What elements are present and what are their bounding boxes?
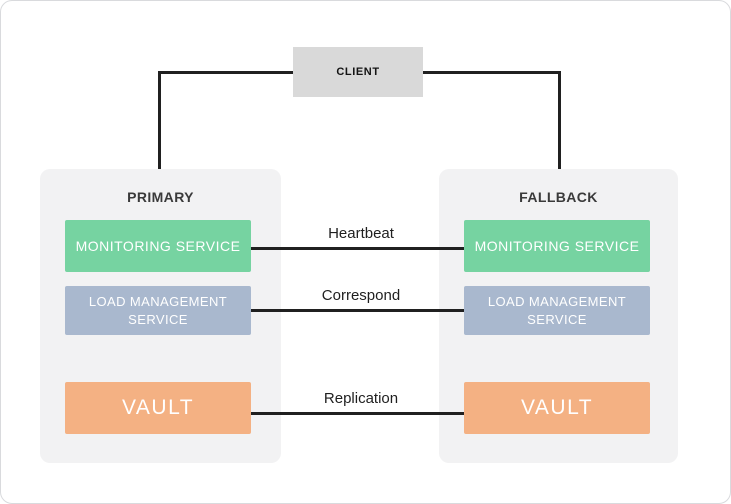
primary-monitoring-service-node: MONITORING SERVICE: [65, 220, 251, 272]
fallback-load-management-service-node: LOAD MANAGEMENT SERVICE: [464, 286, 650, 335]
replication-link-label: Replication: [323, 390, 399, 407]
correspond-link-line: [251, 309, 464, 312]
fallback-panel-title: FALLBACK: [519, 189, 598, 205]
correspond-link-label: Correspond: [321, 287, 401, 304]
fallback-panel: FALLBACK MONITORING SERVICE LOAD MANAGEM…: [439, 169, 678, 463]
connector-client-to-fallback-vertical: [558, 71, 561, 170]
fallback-vault-label: VAULT: [520, 396, 594, 419]
primary-panel-title: PRIMARY: [127, 189, 194, 205]
replication-link-line: [251, 412, 464, 415]
primary-vault-node: VAULT: [65, 382, 251, 434]
connector-client-to-primary-horizontal: [158, 71, 293, 74]
client-node: CLIENT: [293, 47, 423, 97]
heartbeat-link-line: [251, 247, 464, 250]
fallback-load-management-service-label: LOAD MANAGEMENT SERVICE: [487, 293, 627, 327]
primary-load-management-service-node: LOAD MANAGEMENT SERVICE: [65, 286, 251, 335]
primary-vault-label: VAULT: [121, 396, 195, 419]
fallback-monitoring-service-label: MONITORING SERVICE: [474, 238, 640, 254]
heartbeat-link-label: Heartbeat: [328, 225, 394, 242]
client-node-label: CLIENT: [336, 66, 380, 78]
connector-client-to-primary-vertical: [158, 71, 161, 170]
primary-monitoring-service-label: MONITORING SERVICE: [75, 238, 241, 254]
primary-load-management-service-label: LOAD MANAGEMENT SERVICE: [88, 293, 228, 327]
primary-panel: PRIMARY MONITORING SERVICE LOAD MANAGEME…: [40, 169, 281, 463]
connector-client-to-fallback-horizontal: [423, 71, 561, 74]
fallback-monitoring-service-node: MONITORING SERVICE: [464, 220, 650, 272]
fallback-vault-node: VAULT: [464, 382, 650, 434]
